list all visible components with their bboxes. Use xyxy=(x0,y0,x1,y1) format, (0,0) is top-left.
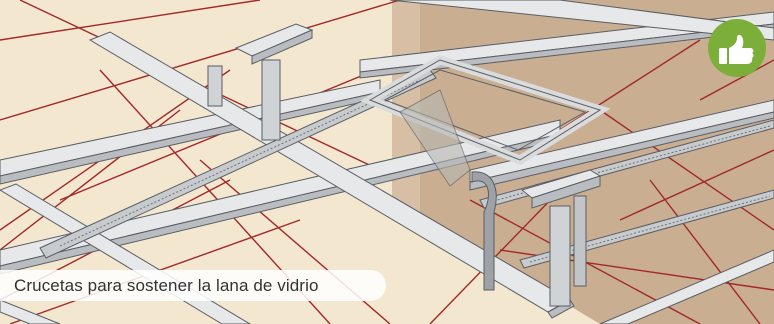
opening-frame xyxy=(359,55,611,187)
caption-label: Crucetas para sostener la lana de vidrio xyxy=(0,270,386,301)
approval-badge xyxy=(707,18,767,78)
hanger-brackets xyxy=(207,23,602,307)
channel-drop xyxy=(471,171,497,291)
thumbs-up-icon xyxy=(708,19,766,77)
